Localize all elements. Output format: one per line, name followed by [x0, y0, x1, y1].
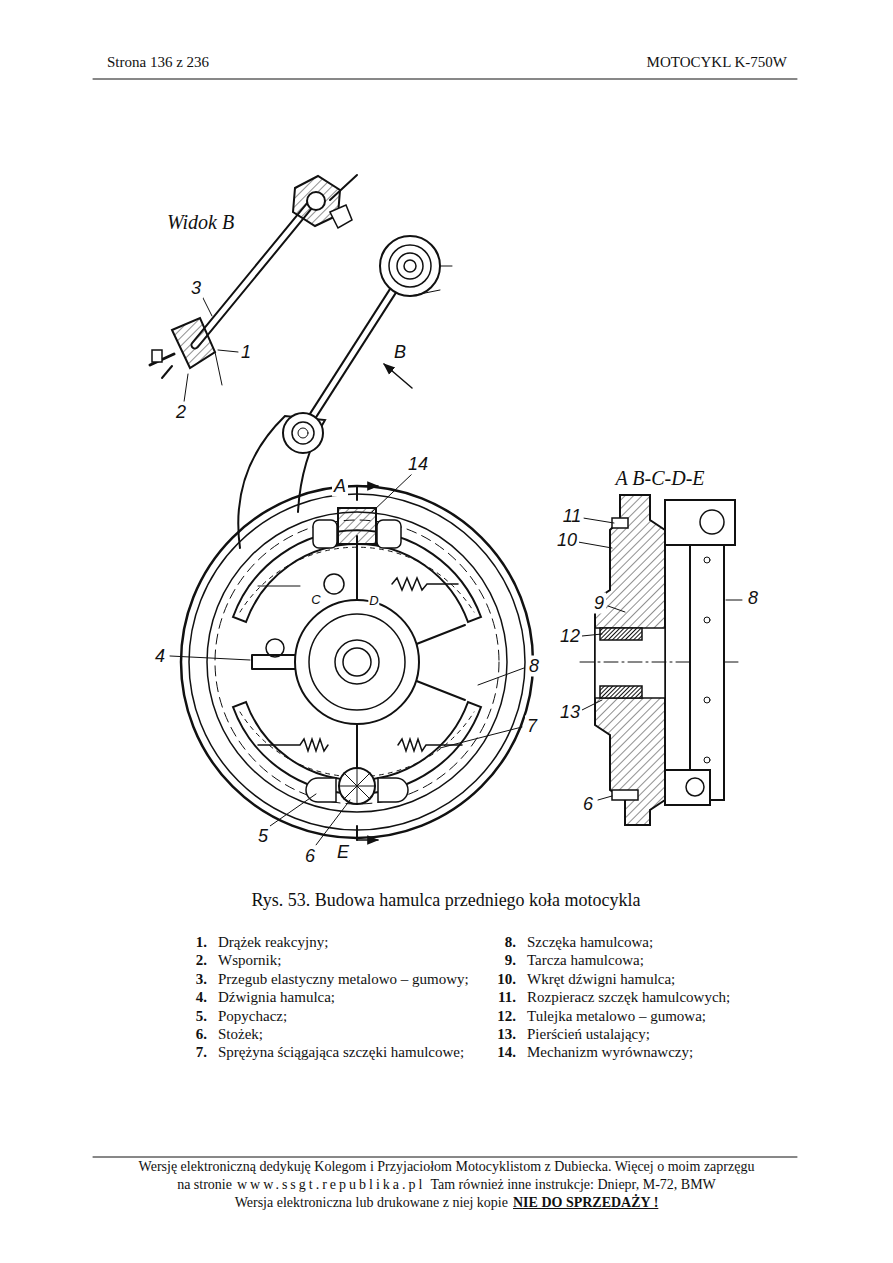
part-name: Mechanizm wyrównawczy;	[527, 1044, 693, 1061]
footer-text: na stronie	[177, 1177, 232, 1194]
part-name: Rozpieracz szczęk hamulcowych;	[527, 989, 730, 1006]
part-name: Pierścień ustalający;	[527, 1026, 650, 1043]
part-name: Szczęka hamulcowa;	[527, 934, 653, 951]
view-arrow-letter: B	[392, 342, 408, 363]
callout-number: 6	[581, 794, 595, 815]
callout-number: 8	[527, 656, 541, 677]
list-number: 11.	[498, 989, 516, 1006]
list-number: 5.	[196, 1007, 207, 1024]
callout-number: 2	[174, 402, 188, 423]
part-name: Przegub elastyczny metalowo – gumowy;	[218, 970, 469, 987]
point-letter: C	[310, 592, 321, 607]
section-letter: A	[332, 476, 348, 497]
callout-number: 13	[558, 702, 582, 723]
callout-number: 1	[239, 342, 253, 363]
callout-number: 9	[592, 593, 606, 614]
page-header: MOTOCYKL K-750W	[647, 54, 787, 71]
callout-number: 4	[153, 646, 167, 667]
callout-number: 10	[555, 530, 579, 551]
list-number: 14.	[497, 1044, 516, 1061]
callout-number: 7	[525, 716, 539, 737]
section-letter: E	[335, 842, 351, 863]
callout-number: 12	[558, 626, 582, 647]
list-number: 6.	[196, 1026, 207, 1043]
footer-line: na stronie www.ssgt.republika.pl Tam równi…	[0, 1177, 893, 1194]
figure-caption: Rys. 53. Budowa hamulca przedniego koła …	[251, 890, 640, 911]
footer-text: Wersja elektroniczna lub drukowane z nie…	[235, 1195, 508, 1212]
callout-number: 14	[406, 454, 430, 475]
part-name: Wspornik;	[218, 952, 281, 969]
part-name: Tarcza hamulcowa;	[527, 952, 644, 969]
footer-line: Wersja elektroniczna lub drukowane z nie…	[0, 1195, 893, 1212]
footer-line: Wersję elektroniczną dedykuję Kolegom i …	[0, 1159, 893, 1176]
callout-number: 11	[561, 506, 584, 527]
part-name: Drążek reakcyjny;	[218, 934, 328, 951]
callout-number: 5	[256, 826, 270, 847]
part-name: Popychacz;	[218, 1007, 287, 1024]
part-name: Wkręt dźwigni hamulca;	[527, 970, 675, 987]
list-number: 2.	[196, 952, 207, 969]
part-name: Dźwignia hamulca;	[218, 989, 335, 1006]
callout-number: 8	[746, 588, 760, 609]
footer-text: Tam również inne instrukcje: Dniepr, M-7…	[430, 1177, 715, 1194]
list-number: 10.	[497, 970, 516, 987]
list-number: 13.	[497, 1026, 516, 1043]
list-number: 12.	[497, 1007, 516, 1024]
list-number: 9.	[505, 952, 516, 969]
list-number: 4.	[196, 989, 207, 1006]
part-name: Sprężyna ściągająca szczęki hamulcowe;	[218, 1044, 464, 1061]
list-number: 1.	[196, 934, 207, 951]
list-number: 3.	[196, 970, 207, 987]
footer-url: www.ssgt.republika.pl	[237, 1177, 425, 1194]
callout-number: 3	[189, 278, 203, 299]
list-number: 7.	[196, 1044, 207, 1061]
view-label: Widok B	[165, 211, 236, 234]
list-number: 8.	[505, 934, 516, 951]
callout-number: 6	[303, 846, 317, 867]
section-title: A B-C-D-E	[613, 467, 706, 490]
part-name: Stożek;	[218, 1026, 263, 1043]
part-name: Tulejka metalowo – gumowa;	[527, 1007, 706, 1024]
point-letter: D	[368, 593, 379, 608]
footer-warning: NIE DO SPRZEDAŻY !	[513, 1195, 658, 1212]
footer-text: Wersję elektroniczną dedykuję Kolegom i …	[139, 1159, 755, 1176]
page-number: Strona 136 z 236	[107, 54, 209, 71]
